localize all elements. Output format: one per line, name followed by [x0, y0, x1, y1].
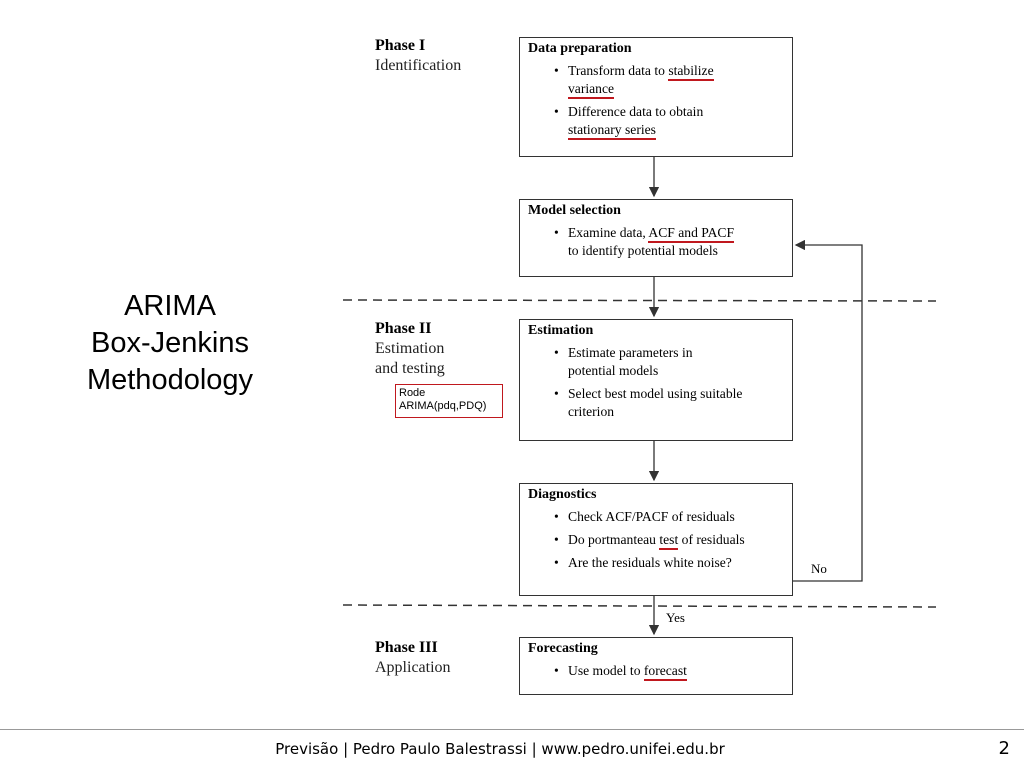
bullet-item: Are the residuals white noise? — [554, 554, 784, 572]
estimation-box: Estimation Estimate parameters in potent… — [519, 319, 793, 441]
slide-title: ARIMA Box-Jenkins Methodology — [40, 288, 300, 399]
bullet-text: to identify potential models — [568, 243, 718, 258]
model-selection-box: Model selection Examine data, ACF and PA… — [519, 199, 793, 277]
phase-1-name: Phase I — [375, 37, 426, 54]
box-title: Data preparation — [528, 41, 632, 56]
phase-1-sub: Identification — [375, 57, 462, 74]
bullet-text: criterion — [568, 404, 615, 419]
bullet-item: Check ACF/PACF of residuals — [554, 508, 784, 526]
phase-separator-2 — [342, 604, 937, 608]
bullet-text: of residuals — [678, 532, 745, 547]
bullet-item: Do portmanteau test of residuals — [554, 531, 784, 550]
bullet-item: Difference data to obtain stationary ser… — [554, 103, 784, 140]
bullet-text: Select best model using suitable — [568, 386, 743, 401]
bullet-item: Estimate parameters in potential models — [554, 344, 784, 380]
rode-arima-note: Rode ARIMA(pdq,PDQ) — [395, 384, 503, 418]
page-number: 2 — [998, 738, 1010, 759]
bullet-text: Check ACF/PACF of residuals — [568, 509, 735, 524]
phase-3-name: Phase III — [375, 639, 438, 656]
title-line-2: Box-Jenkins — [91, 327, 249, 359]
phase-2-sub-1: Estimation — [375, 340, 445, 357]
phase-1-label: Phase I Identification — [375, 36, 461, 76]
bullet-text: Are the residuals white noise? — [568, 555, 732, 570]
box-title: Forecasting — [528, 641, 598, 656]
box-title: Model selection — [528, 203, 621, 218]
bullet-text: potential models — [568, 363, 659, 378]
box-title: Estimation — [528, 323, 594, 338]
data-preparation-box: Data preparation Transform data to stabi… — [519, 37, 793, 157]
phase-separator-1 — [342, 299, 937, 302]
arrow-feedback-loop — [793, 239, 863, 582]
note-line-1: Rode — [399, 387, 426, 399]
title-line-1: ARIMA — [124, 290, 216, 322]
bullet-text: Examine data, — [568, 225, 649, 240]
bullet-text: Use model to — [568, 663, 644, 678]
bullet-item: Examine data, ACF and PACF to identify p… — [554, 224, 784, 260]
edge-label-yes: Yes — [666, 610, 685, 625]
underlined-term: stationary series — [568, 122, 656, 140]
edge-label-no: No — [811, 561, 827, 576]
bullet-text: Estimate parameters in — [568, 345, 693, 360]
underlined-term: forecast — [643, 663, 687, 681]
underlined-term: test — [659, 532, 679, 550]
bullet-text: Difference data to obtain — [568, 104, 704, 119]
forecasting-box: Forecasting Use model to forecast — [519, 637, 793, 695]
bullet-text: Do portmanteau — [568, 532, 660, 547]
bullet-item: Transform data to stabilize variance — [554, 62, 784, 99]
phase-2-sub-2: and testing — [375, 360, 445, 377]
underlined-term: ACF and PACF — [648, 225, 735, 243]
bullet-text: Transform data to — [568, 63, 669, 78]
phase-2-name: Phase II — [375, 320, 432, 337]
phase-3-label: Phase III Application — [375, 638, 451, 678]
phase-2-label: Phase II Estimation and testing — [375, 319, 445, 379]
footer-divider — [0, 729, 1024, 730]
box-title: Diagnostics — [528, 487, 597, 502]
phase-3-sub: Application — [375, 659, 451, 676]
note-line-2: ARIMA(pdq,PDQ) — [399, 400, 487, 412]
bullet-item: Use model to forecast — [554, 662, 784, 681]
footer-text: Previsão | Pedro Paulo Balestrassi | www… — [275, 740, 725, 758]
title-line-3: Methodology — [86, 364, 254, 396]
underlined-term: stabilize — [668, 63, 714, 81]
diagnostics-box: Diagnostics Check ACF/PACF of residuals … — [519, 483, 793, 596]
underlined-term: variance — [568, 81, 615, 99]
bullet-item: Select best model using suitable criteri… — [554, 385, 784, 421]
